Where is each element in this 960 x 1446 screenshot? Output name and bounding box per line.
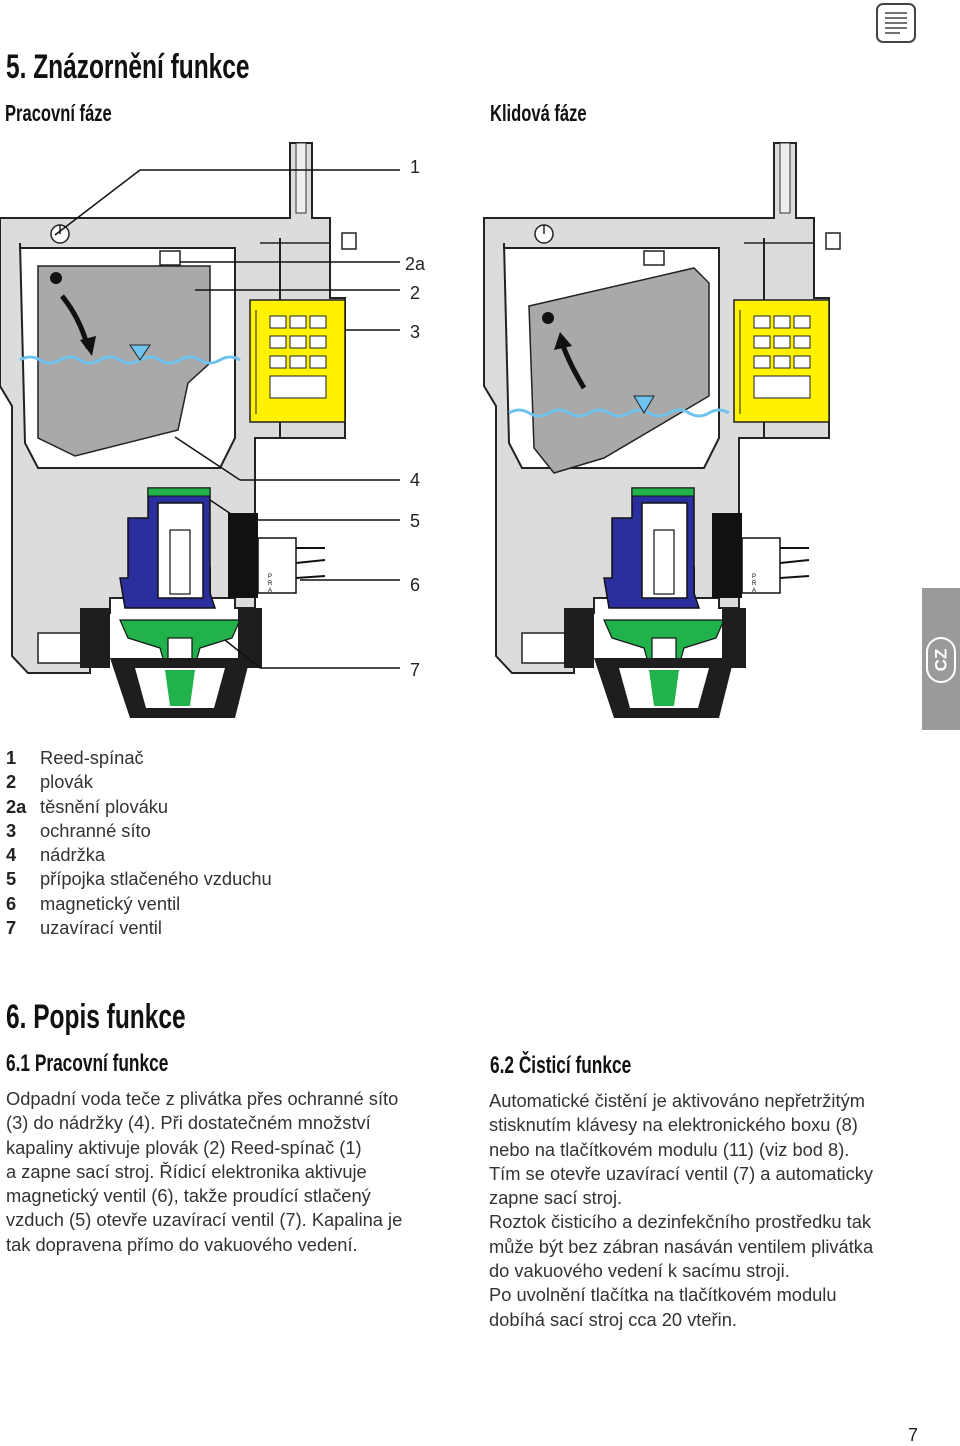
document-icon	[876, 3, 916, 43]
callout-7: 7	[410, 660, 420, 680]
callout-3: 3	[410, 322, 420, 342]
callout-leaders	[54, 169, 400, 669]
section-6-2-title: 6.2 Čisticí funkce	[490, 1052, 632, 1079]
section-6-title: 6. Popis funkce	[6, 998, 186, 1036]
section-5-title: 5. Znázornění funkce	[6, 48, 250, 86]
callout-4: 4	[410, 470, 420, 490]
callout-6: 6	[410, 575, 420, 595]
section-6-2-text: Automatické čistění je aktivováno nepřet…	[489, 1090, 874, 1330]
section-6-1-title: 6.1 Pracovní funkce	[6, 1050, 169, 1077]
function-diagram: P R A	[0, 142, 841, 719]
callout-1: 1	[410, 157, 420, 177]
section-6-1-text: Odpadní voda teče z plivátka přes ochran…	[6, 1088, 403, 1255]
callout-5: 5	[410, 511, 420, 531]
language-badge: CZ	[926, 637, 956, 683]
callout-2: 2	[410, 283, 420, 303]
working-phase-subtitle: Pracovní fáze	[5, 100, 112, 126]
callout-2a: 2a	[405, 254, 426, 274]
rest-phase-subtitle: Klidová fáze	[490, 100, 587, 126]
page-number: 7	[907, 1425, 918, 1445]
language-tab	[922, 588, 960, 730]
